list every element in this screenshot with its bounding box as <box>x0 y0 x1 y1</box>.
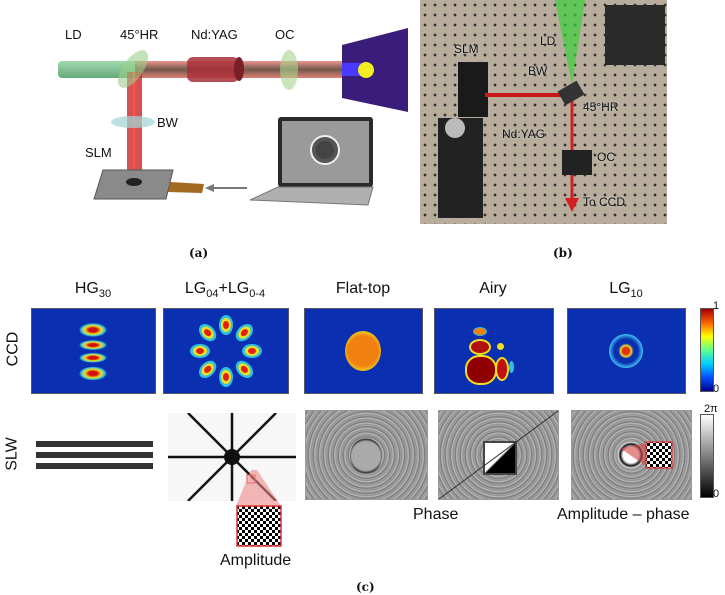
ccd-image-lg10 <box>567 308 686 394</box>
title-lg04-lg0-4: LG04+LG0-4 <box>184 280 266 301</box>
title-flat-top: Flat-top <box>335 280 391 297</box>
photo-label-to-ccd: To CCD <box>583 195 626 209</box>
ndyag-crystal <box>187 57 239 82</box>
label-amplitude: Amplitude <box>220 552 292 569</box>
oc-output-coupler <box>280 50 298 90</box>
photo-label-slm: SLM <box>454 42 479 56</box>
label-oc: OC <box>275 27 295 42</box>
photo-label-45hr: 45°HR <box>583 100 619 114</box>
45hr-mirror <box>117 50 149 88</box>
knob <box>445 118 465 138</box>
slm-ribbon-cable <box>168 182 204 193</box>
amplitude-zoom-inset <box>236 470 282 547</box>
label-amplitude-phase: Amplitude – phase <box>557 506 690 523</box>
label-slm: SLM <box>85 145 112 160</box>
ccd-colorbar <box>700 308 714 392</box>
caption-b: (b) <box>553 246 573 260</box>
ccd-image-lg04-lg0-4 <box>163 308 289 394</box>
amplitude-phase-zoom-inset <box>620 441 673 469</box>
slw-phase-flat-top <box>305 410 428 500</box>
ccd-image-hg30 <box>31 308 156 394</box>
title-airy: Airy <box>479 280 507 297</box>
ccd-image-flat-top <box>304 308 423 394</box>
label-45hr: 45°HR <box>120 27 159 42</box>
ld-mount <box>605 5 665 65</box>
green-pump-beam <box>58 61 138 78</box>
setup-photo <box>420 0 667 224</box>
slw-hg30-bar <box>36 452 153 458</box>
ccd-screen <box>342 28 408 112</box>
slw-phase-airy <box>438 410 559 500</box>
title-lg10: LG10 <box>609 280 643 301</box>
photo-label-bw: BW <box>528 64 548 78</box>
label-phase: Phase <box>413 506 459 523</box>
ccd-colorbar-min: 0 <box>713 383 720 395</box>
slm-mount <box>458 62 488 117</box>
title-hg30: HG30 <box>74 280 112 301</box>
slw-colorbar-max: 2π <box>704 403 718 415</box>
beam-overlay <box>485 0 592 212</box>
label-ndyag: Nd:YAG <box>191 27 238 42</box>
label-ld: LD <box>65 27 82 42</box>
row-label-slw: SLW <box>3 437 21 471</box>
photo-label-oc: OC <box>597 150 615 164</box>
photo-label-ld: LD <box>540 34 556 48</box>
slw-hg30-bar <box>36 441 153 447</box>
slw-phase-colorbar <box>700 414 714 498</box>
bw-window <box>111 116 155 128</box>
slw-hg30-bar <box>36 463 153 469</box>
slw-colorbar-min: 0 <box>713 488 720 500</box>
laser-setup-schematic <box>58 28 408 206</box>
laptop <box>249 117 374 206</box>
caption-c: (c) <box>356 580 375 594</box>
ccd-image-airy <box>434 308 554 394</box>
photo-label-ndyag: Nd:YAG <box>502 127 546 141</box>
caption-a: (a) <box>189 246 209 260</box>
row-label-ccd: CCD <box>4 331 22 367</box>
label-bw: BW <box>157 115 178 130</box>
ccd-colorbar-max: 1 <box>713 300 720 312</box>
